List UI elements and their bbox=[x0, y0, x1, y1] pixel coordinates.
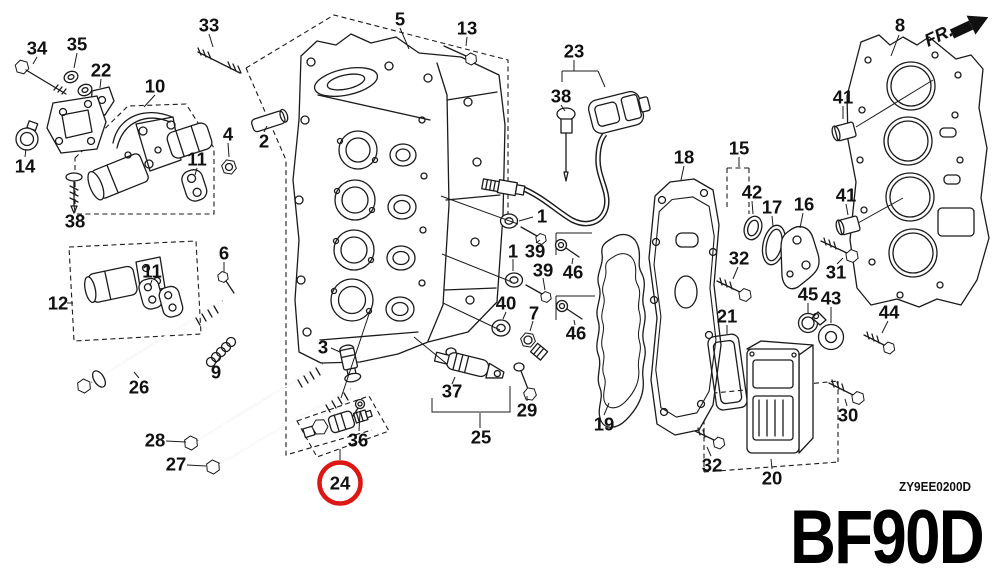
part-label-13: 13 bbox=[457, 18, 478, 39]
part-label-5: 5 bbox=[395, 9, 405, 30]
part-label-10: 10 bbox=[145, 76, 166, 97]
part-label-35: 35 bbox=[67, 34, 88, 55]
part-label-30: 30 bbox=[838, 405, 859, 426]
part-label-32: 32 bbox=[729, 248, 750, 269]
part-label-32: 32 bbox=[702, 455, 723, 476]
part-label-19: 19 bbox=[594, 414, 615, 435]
part-label-20: 20 bbox=[762, 468, 783, 489]
part-label-29: 29 bbox=[517, 400, 538, 421]
part-label-14: 14 bbox=[15, 156, 36, 177]
part-label-38: 38 bbox=[65, 211, 86, 232]
part-label-42: 42 bbox=[742, 182, 763, 203]
part-label-27: 27 bbox=[166, 454, 187, 475]
part-label-41: 41 bbox=[833, 87, 854, 108]
part-label-37: 37 bbox=[442, 381, 463, 402]
part-label-28: 28 bbox=[145, 430, 166, 451]
part-label-12: 12 bbox=[48, 293, 69, 314]
part-label-23: 23 bbox=[564, 41, 585, 62]
part-label-36: 36 bbox=[348, 430, 369, 451]
part-label-41: 41 bbox=[836, 185, 857, 206]
drawing-code: ZY9EE0200D bbox=[899, 479, 971, 494]
highlight-circle-24 bbox=[317, 460, 363, 506]
part-label-46: 46 bbox=[566, 323, 587, 344]
center-parts-cluster bbox=[302, 90, 651, 439]
part-label-38: 38 bbox=[551, 86, 572, 107]
part-label-39: 39 bbox=[525, 241, 546, 262]
leader-lines bbox=[24, 27, 934, 470]
part-label-6: 6 bbox=[219, 243, 229, 264]
part-label-18: 18 bbox=[674, 147, 695, 168]
part-label-8: 8 bbox=[895, 15, 905, 36]
part-label-39: 39 bbox=[533, 260, 554, 281]
part-label-44: 44 bbox=[879, 302, 900, 323]
part-label-9: 9 bbox=[211, 362, 221, 383]
part-label-17: 17 bbox=[762, 197, 783, 218]
fr-arrow-icon bbox=[949, 15, 989, 39]
part-label-24: 24 bbox=[330, 473, 351, 494]
right-parts-cluster bbox=[596, 34, 990, 454]
dashed-group-outlines bbox=[68, 14, 839, 473]
part-label-7: 7 bbox=[529, 303, 539, 324]
left-parts-cluster bbox=[14, 45, 479, 475]
part-label-22: 22 bbox=[91, 60, 112, 81]
part-label-33: 33 bbox=[199, 15, 220, 36]
part-label-1: 1 bbox=[508, 241, 518, 262]
part-label-31: 31 bbox=[826, 262, 847, 283]
part-label-11: 11 bbox=[142, 261, 162, 282]
part-label-3: 3 bbox=[318, 337, 328, 358]
part-label-26: 26 bbox=[129, 377, 150, 398]
part-label-4: 4 bbox=[223, 124, 234, 145]
part-label-43: 43 bbox=[821, 288, 842, 309]
part-label-25: 25 bbox=[471, 427, 492, 448]
part-label-34: 34 bbox=[27, 38, 48, 59]
part-label-11: 11 bbox=[187, 149, 207, 170]
cylinder-head-drawing bbox=[292, 33, 506, 364]
front-direction-indicator: FR. bbox=[921, 15, 989, 51]
part-label-21: 21 bbox=[717, 306, 738, 327]
part-label-46: 46 bbox=[563, 262, 584, 283]
part-label-15: 15 bbox=[729, 138, 750, 159]
part-label-40: 40 bbox=[496, 293, 517, 314]
part-label-2: 2 bbox=[259, 131, 269, 152]
part-label-16: 16 bbox=[794, 194, 815, 215]
part-label-45: 45 bbox=[798, 284, 819, 305]
part-label-1: 1 bbox=[537, 206, 547, 227]
model-title: BF90D bbox=[790, 495, 983, 574]
